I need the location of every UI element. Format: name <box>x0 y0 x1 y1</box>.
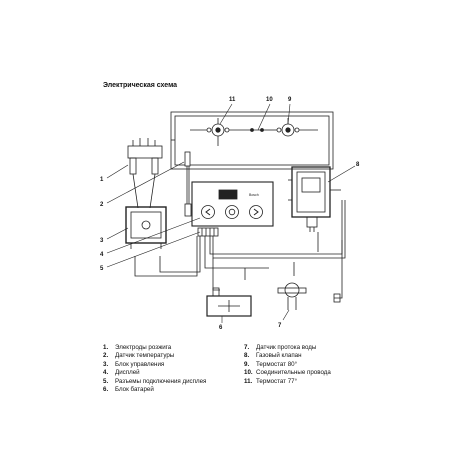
legend-item: 5.Разъемы подключения дисплея <box>103 377 207 385</box>
battery-block <box>206 287 252 317</box>
legend-item: 10.Соединительные провода <box>244 369 331 377</box>
callout-1: 1 <box>100 177 104 183</box>
thermostat-77 <box>190 118 248 146</box>
callout-3: 3 <box>100 238 104 244</box>
legend-item: 1.Электроды розжига <box>103 344 172 351</box>
callouts: 1 2 3 4 5 6 7 8 9 10 11 <box>100 97 360 331</box>
legend-item: 9.Термостат 80° <box>244 360 298 368</box>
callout-6: 6 <box>219 325 223 331</box>
diagram-title: Электрическая схема <box>103 82 178 89</box>
callout-10: 10 <box>266 97 273 103</box>
legend-left-column: 1.Электроды розжига 2.Датчик температуры… <box>103 344 206 394</box>
callout-4: 4 <box>100 252 104 258</box>
legend-item: 8.Газовый клапан <box>244 352 302 360</box>
legend-item: 4.Дисплей <box>103 369 140 377</box>
svg-text:Bosch: Bosch <box>249 193 259 197</box>
gas-valve <box>288 166 341 232</box>
callout-7: 7 <box>278 323 282 329</box>
callout-9: 9 <box>288 97 292 103</box>
control-unit <box>125 206 167 249</box>
legend-item: 3.Блок управления <box>103 360 165 368</box>
display-connectors <box>197 227 219 237</box>
callout-8: 8 <box>356 162 360 168</box>
legend-right-column: 7.Датчик протока воды 8.Газовый клапан 9… <box>244 344 331 386</box>
harness-wires <box>134 200 346 299</box>
legend-item: 7.Датчик протока воды <box>244 344 317 351</box>
callout-5: 5 <box>100 266 104 272</box>
ignition-electrodes <box>127 138 163 209</box>
display-panel: Bosch <box>191 181 274 227</box>
thermostat-80 <box>265 118 318 137</box>
legend-item: 2.Датчик температуры <box>103 352 175 360</box>
water-flow-sensor <box>277 282 341 310</box>
callout-11: 11 <box>229 97 236 103</box>
top-wire-loop <box>170 111 334 170</box>
legend-item: 6.Блок батарей <box>103 386 154 394</box>
callout-2: 2 <box>100 202 104 208</box>
legend-item: 11.Термостат 77° <box>244 377 298 385</box>
temperature-sensor <box>184 151 192 217</box>
connecting-wire <box>248 128 265 132</box>
